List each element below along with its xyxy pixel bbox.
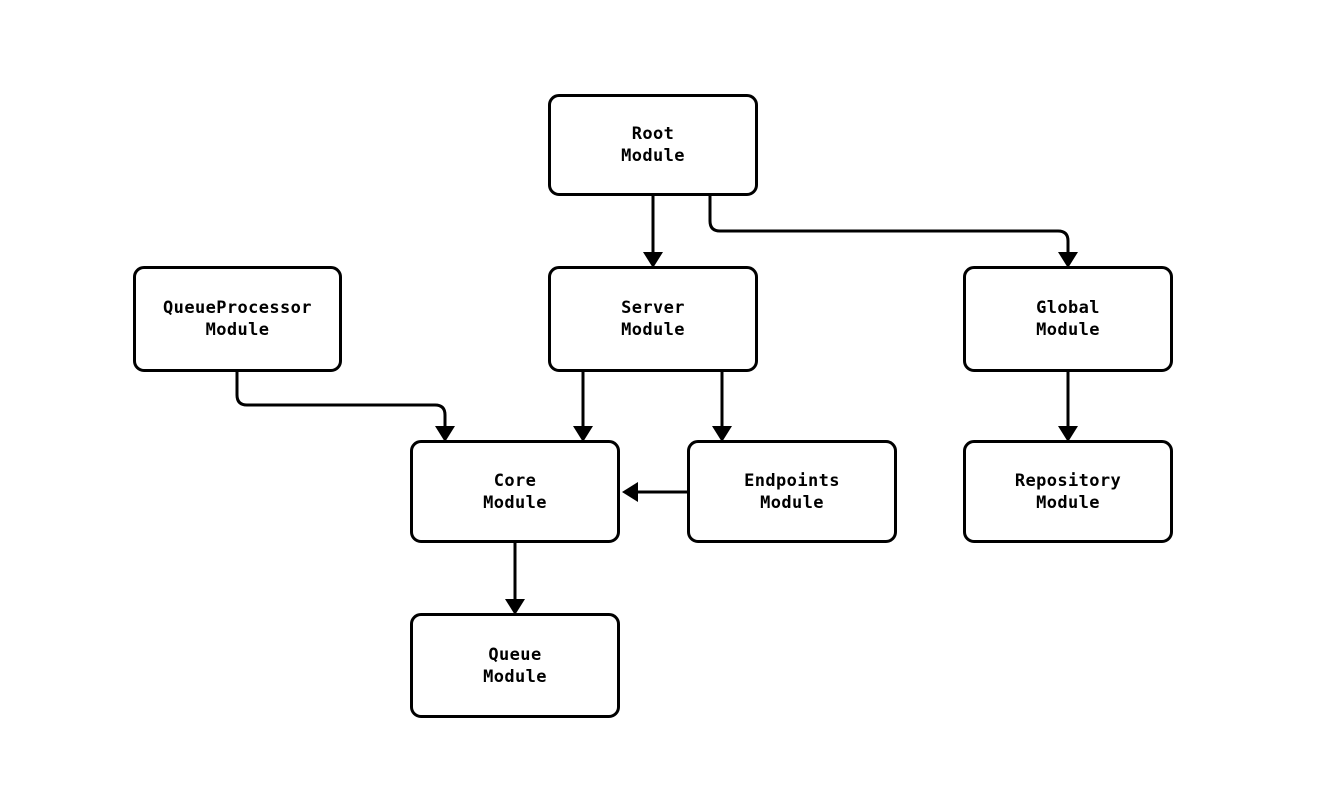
node-server-label-secondary: Module [621, 320, 685, 340]
arrowhead-endpoints-to-core [622, 482, 638, 502]
edge-queueprocessor-to-core [235, 372, 447, 426]
node-core-label-primary: Core [493, 470, 537, 491]
node-queue-label-secondary: Module [483, 666, 547, 687]
node-root-label-primary: Root [631, 124, 675, 144]
node-global-label-secondary: Module [1036, 320, 1100, 340]
edge-root-to-global [708, 196, 1070, 252]
node-repository-label-primary: Repository [1014, 470, 1122, 491]
node-global-label-primary: Global [1036, 298, 1100, 318]
node-server-label-primary: Server [621, 298, 685, 318]
node-queueprocessor-label-primary: QueueProcessor [163, 298, 312, 318]
node-endpoints-label-secondary: Module [760, 492, 824, 513]
node-queueprocessor-label-secondary: Module [205, 320, 270, 340]
node-endpoints-label-primary: Endpoints [744, 470, 840, 491]
node-root-label-secondary: Module [621, 146, 685, 166]
node-repository-label-secondary: Module [1036, 492, 1100, 513]
node-core-label-secondary: Module [483, 492, 547, 513]
node-queue-label-primary: Queue [488, 644, 542, 665]
